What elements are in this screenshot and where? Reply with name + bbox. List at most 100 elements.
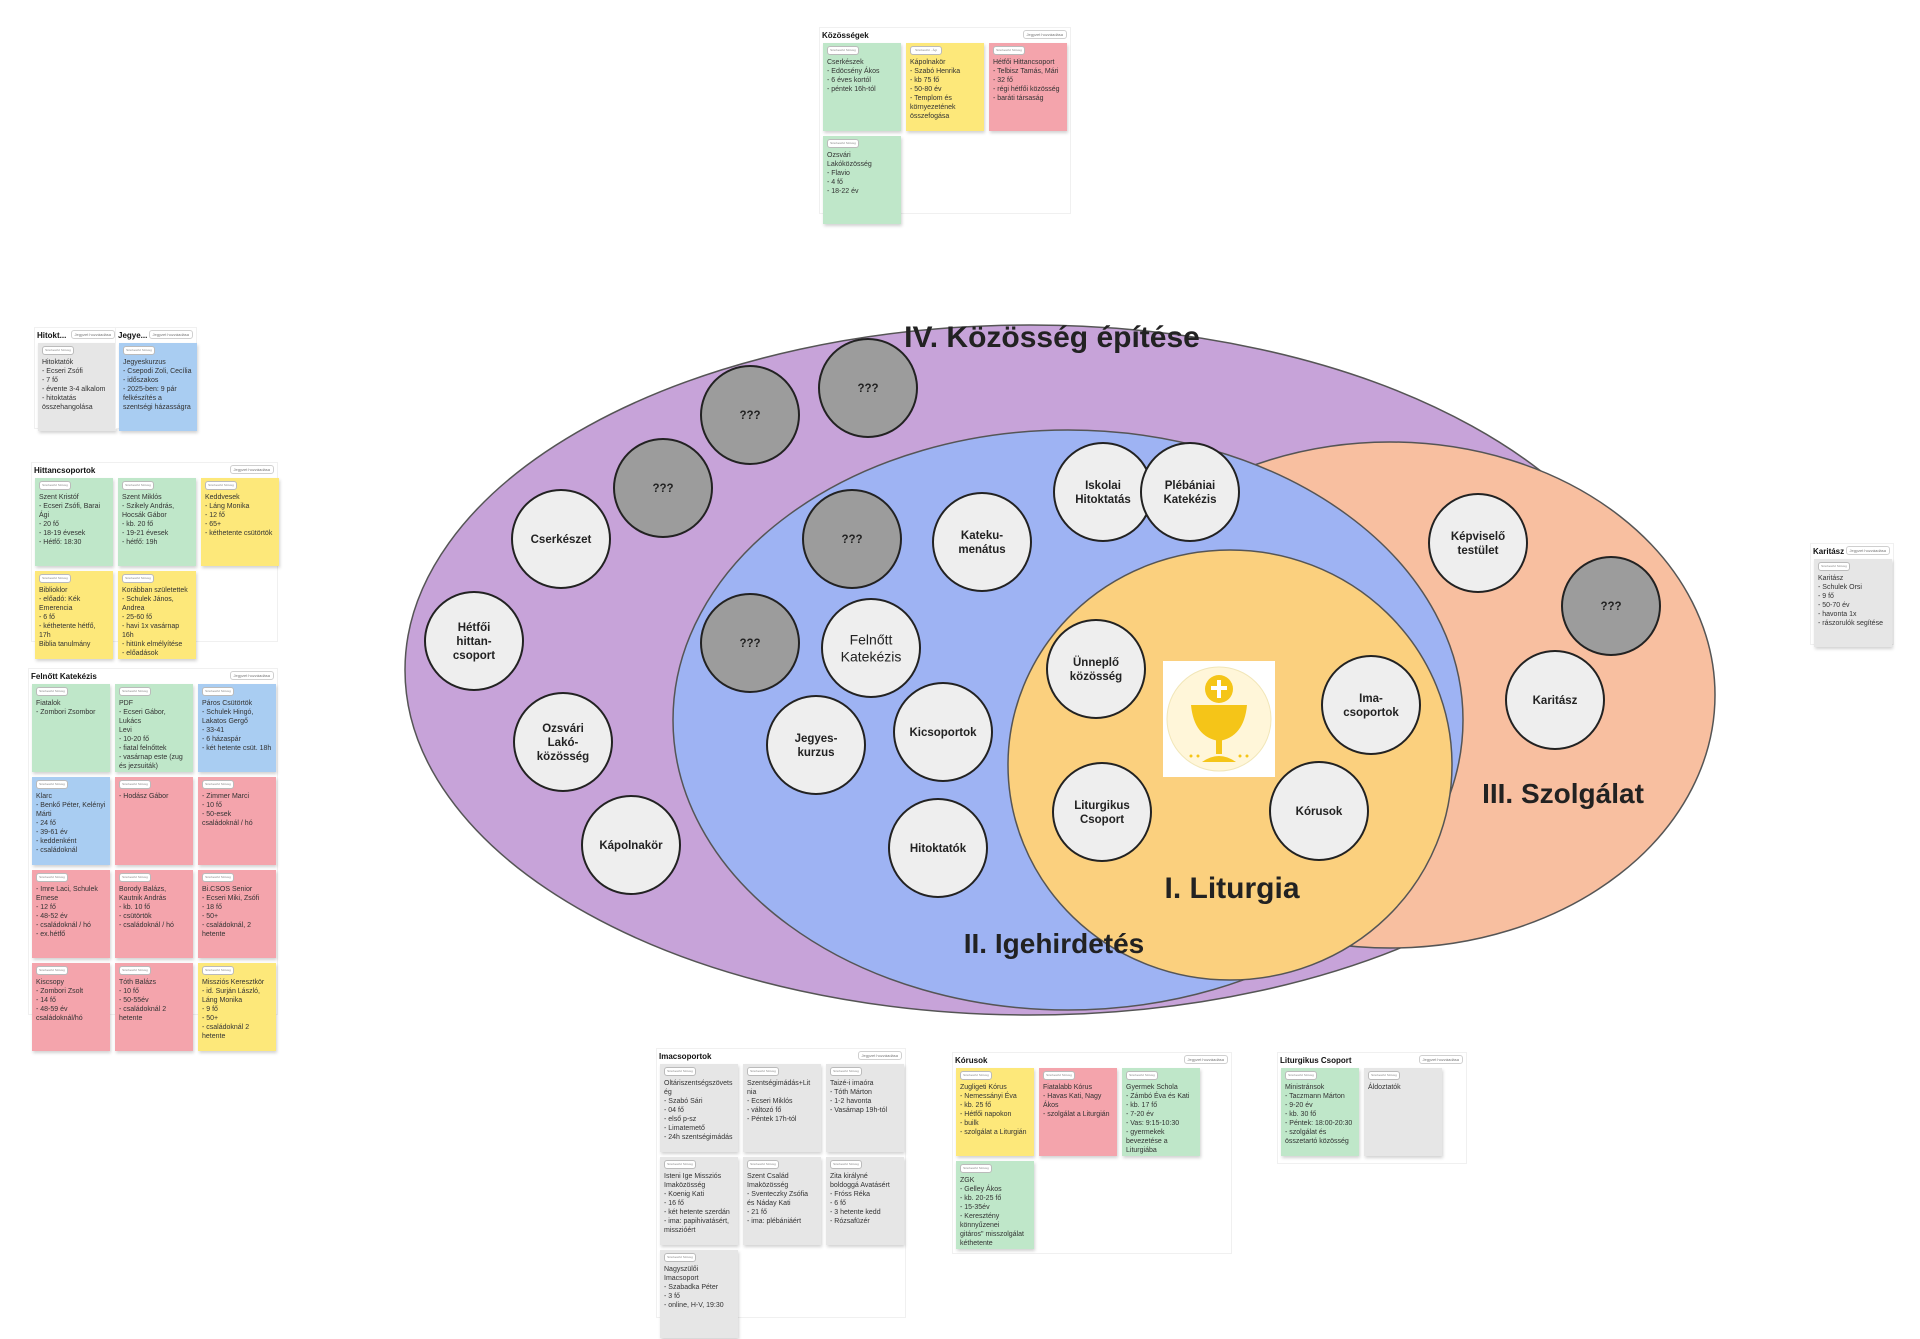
note-text: Szent Kristóf - Ecseri Zsófi, Barai Ági … xyxy=(39,494,101,546)
sticky-note[interactable]: Szerkesztő Szöveg- Imre Laci, Schulek Er… xyxy=(32,870,110,958)
frame-title: Hittancsoportok xyxy=(34,466,96,475)
note-author-chip: Szerkesztő Szöveg xyxy=(960,1164,992,1173)
note-author-chip: Szerkesztő Szöveg xyxy=(119,780,151,789)
circle-kiscsoportok[interactable]: Kicsoportok xyxy=(893,682,993,782)
note-text: Karitász - Schulek Orsi - 9 fő - 50-70 é… xyxy=(1818,575,1883,627)
add-note-button[interactable]: Jegyzet hozzáadása xyxy=(1845,546,1890,555)
circle-unknown-2[interactable]: ??? xyxy=(700,365,800,465)
add-note-button[interactable]: Jegyzet hozzáadása xyxy=(1418,1055,1463,1064)
add-note-button[interactable]: Jegyzet hozzáadása xyxy=(148,330,193,339)
circle-karitasz[interactable]: Karitász xyxy=(1505,650,1605,750)
note-author-chip: Szerkesztő Szöveg xyxy=(993,46,1025,55)
circle-hitoktatok[interactable]: Hitoktatók xyxy=(888,798,988,898)
note-author-chip: Szerkesztő Szöveg xyxy=(202,873,234,882)
circle-unknown-4[interactable]: ??? xyxy=(802,489,902,589)
add-note-button[interactable]: Jegyzet hozzáadása xyxy=(1022,30,1067,39)
add-note-button[interactable]: Jegyzet hozzáadása xyxy=(229,671,274,680)
frame-title: Jegye... xyxy=(118,331,148,340)
add-note-button[interactable]: Jegyzet hozzáadása xyxy=(229,465,274,474)
circle-katekumenatus[interactable]: Kateku-menátus xyxy=(932,492,1032,592)
circle-kapolnakor[interactable]: Kápolnakör xyxy=(581,795,681,895)
circle-cserkeszet[interactable]: Cserkészet xyxy=(511,489,611,589)
circle-korusok[interactable]: Kórusok xyxy=(1269,761,1369,861)
sticky-note[interactable]: Szerkesztő Szöveg- Zimmer Marci - 10 fő … xyxy=(198,777,276,865)
note-author-chip: Szerkesztő Szöveg xyxy=(202,780,234,789)
note-author-chip: Szerkesztő Szöveg xyxy=(1126,1071,1158,1080)
circle-unknown-6[interactable]: ??? xyxy=(1561,556,1661,656)
note-author-chip: Szerkesztő Szöveg xyxy=(122,481,154,490)
circle-label: ??? xyxy=(652,483,673,495)
note-text: Hitoktatók - Ecseri Zsófi - 7 fő - évent… xyxy=(42,359,106,411)
circle-unknown-3[interactable]: ??? xyxy=(613,438,713,538)
sticky-note[interactable]: Szerkesztő Szöveg- Hodász Gábor xyxy=(115,777,193,865)
note-author-chip: Szerkesztő Szöveg xyxy=(123,346,155,355)
add-note-button[interactable]: Jegyzet hozzáadása xyxy=(70,330,115,339)
circle-unknown-5[interactable]: ??? xyxy=(700,593,800,693)
circle-imacsoportok[interactable]: Ima-csoportok xyxy=(1321,655,1421,755)
note-text: Fiatalabb Kórus - Havas Kati, Nagy Ákos … xyxy=(1043,1084,1110,1118)
circle-jegyeskurzus[interactable]: Jegyes-kurzus xyxy=(766,695,866,795)
circle-unknown-1[interactable]: ??? xyxy=(818,338,918,438)
add-note-button[interactable]: Jegyzet hozzáadása xyxy=(1183,1055,1228,1064)
note-text: Gyermek Schola - Zámbó Éva és Kati - kb.… xyxy=(1126,1084,1190,1154)
note-text: Nagyszülői Imacsoport - Szabadka Péter -… xyxy=(664,1266,724,1309)
add-note-button[interactable]: Jegyzet hozzáadása xyxy=(857,1051,902,1060)
note-author-chip: Szerkesztő Szöveg xyxy=(122,574,154,583)
note-text: Tóth Balázs - 10 fő - 50-55év - családok… xyxy=(119,979,167,1022)
note-author-chip: Szerkesztő Szöveg xyxy=(1818,562,1850,571)
